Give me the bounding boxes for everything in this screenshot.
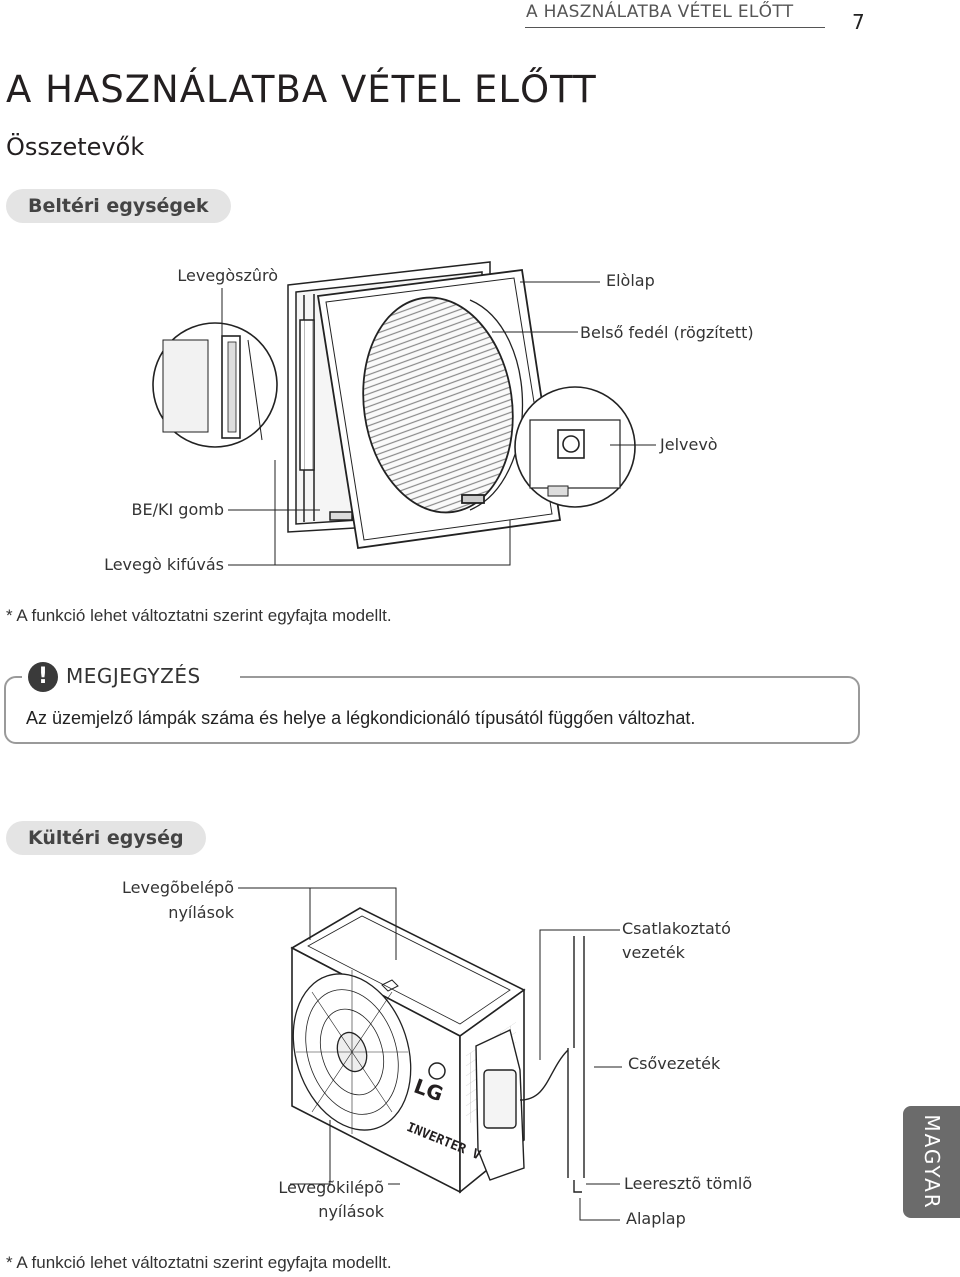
outdoor-service-cover (475, 1029, 569, 1181)
label-air-outlet-line2: nyílások (318, 1202, 384, 1221)
note-text: Az üzemjelző lámpák száma és helye a lég… (26, 708, 696, 728)
label-connecting-cable-line2: vezeték (622, 943, 685, 962)
section-label-outdoor: Kültéri egység (6, 821, 206, 855)
language-side-tab: MAGYAR (903, 1106, 960, 1218)
label-piping: Csővezeték (628, 1054, 721, 1073)
label-air-inlet-line2: nyílások (168, 903, 234, 922)
label-air-outlet-line1: Levegõkilépõ (278, 1178, 384, 1197)
page-number: 7 (852, 10, 865, 34)
note-title: MEGJEGYZÉS (66, 664, 201, 688)
footnote-indoor: * A funkció lehet változtatni szerint eg… (6, 606, 392, 625)
label-air-inlet-line1: Levegõbelépõ (122, 878, 234, 897)
language-tab-label: MAGYAR (919, 1114, 944, 1210)
label-onoff-button: BE/KI gomb (131, 500, 224, 519)
exclamation-icon: ! (28, 662, 58, 692)
lg-logo-icon (428, 1062, 446, 1080)
indoor-leader-lines (221, 281, 656, 566)
page-title: A HASZNÁLATBA VÉTEL ELŐTT (6, 68, 597, 111)
page-subtitle: Összetevők (6, 133, 145, 161)
receiver-zoom (514, 386, 636, 508)
label-connecting-cable-line1: Csatlakoztató (622, 919, 731, 938)
footnote-outdoor: * A funkció lehet változtatni szerint eg… (6, 1253, 392, 1272)
running-header: A HASZNÁLATBA VÉTEL ELŐTT (526, 2, 794, 22)
label-air-outlet-indoor: Levegò kifúvás (104, 555, 224, 574)
section-label-indoor: Beltéri egységek (6, 189, 231, 223)
air-filter-zoom (152, 322, 278, 448)
label-front-panel: Elòlap (606, 271, 655, 290)
label-drain-hose: Leeresztõ tömlõ (624, 1174, 753, 1193)
label-receiver: Jelvevò (660, 435, 718, 454)
label-air-filter: Levegòszûrò (177, 266, 278, 285)
outdoor-leader-lines (238, 887, 622, 1221)
outdoor-fan (292, 970, 412, 1134)
outdoor-pipes (567, 936, 585, 1193)
indoor-front-panel (316, 268, 562, 550)
note-box (4, 676, 860, 744)
label-base-plate: Alaplap (626, 1209, 686, 1228)
header-rule (525, 27, 825, 28)
label-inner-cover: Belső fedél (rögzített) (580, 323, 754, 342)
